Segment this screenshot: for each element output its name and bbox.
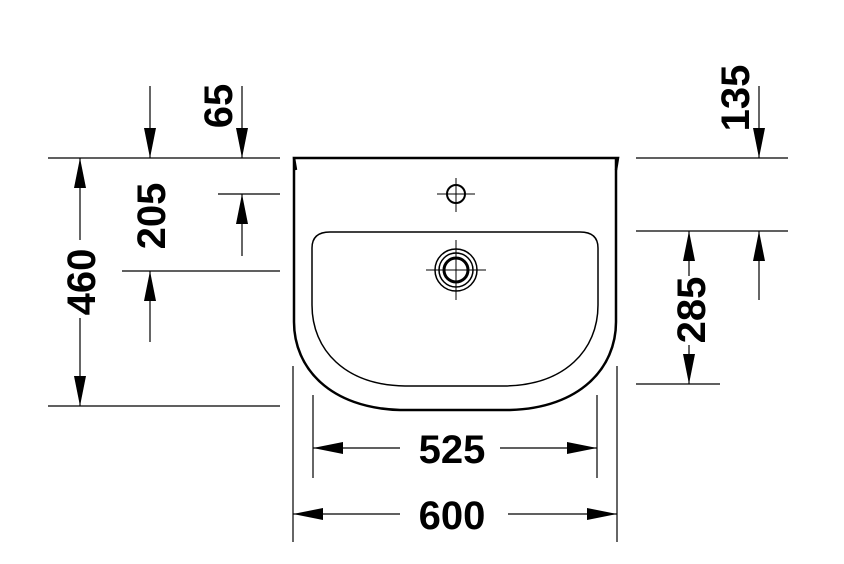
dimension-arrows: [74, 86, 765, 520]
label-205: 205: [130, 183, 174, 250]
label-285: 285: [670, 277, 714, 344]
basin-inner-bowl: [311, 231, 599, 387]
label-65: 65: [197, 84, 241, 129]
drain: [426, 240, 486, 300]
dimension-labels: 65 135 205 460 285 525 600: [60, 65, 758, 538]
basin-outer-body: [292, 158, 618, 412]
tap-hole: [437, 178, 475, 212]
label-460: 460: [60, 249, 104, 316]
basin-outline: [292, 156, 620, 412]
label-525: 525: [419, 428, 486, 472]
label-600: 600: [419, 494, 486, 538]
extension-lines: [48, 157, 788, 542]
basin-top-rim: [292, 156, 620, 171]
label-135: 135: [714, 65, 758, 132]
